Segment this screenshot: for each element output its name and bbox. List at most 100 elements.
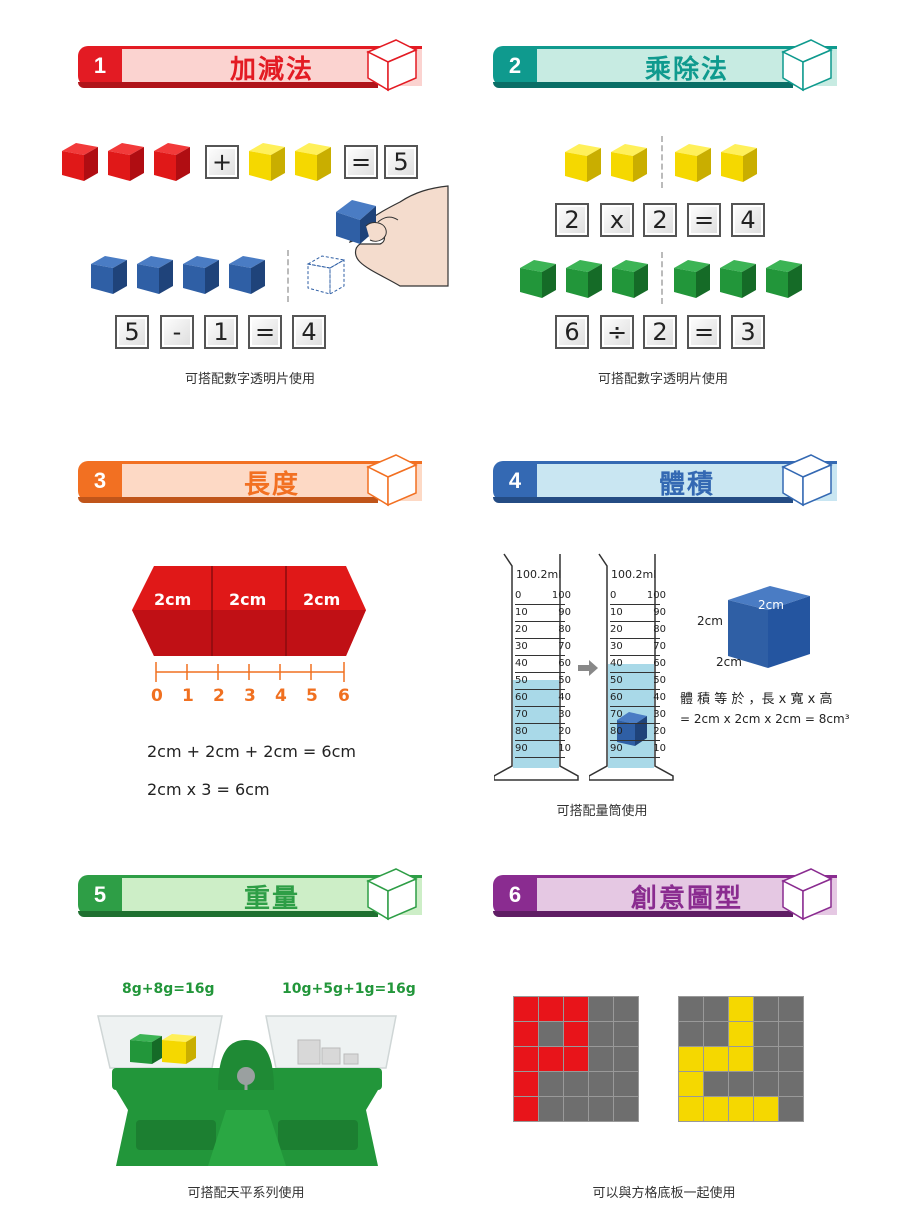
equals-tile: = [687, 203, 721, 237]
section-6-caption: 可以與方格底板一起使用 [592, 1186, 736, 1201]
scale-right-value: 70 [653, 641, 666, 652]
right-pan-equation: 10g+5g+1g=16g [282, 981, 416, 997]
grid-cell [729, 1047, 753, 1071]
scale-right-value: 80 [558, 624, 571, 635]
grid-cell [779, 1072, 803, 1096]
grid-cell [514, 1022, 538, 1046]
scale-right-value: 90 [653, 607, 666, 618]
scale-right-value: 20 [558, 726, 571, 737]
grid-cell [704, 1097, 728, 1121]
scale-tick [515, 706, 565, 707]
number-tile: 2 [643, 315, 677, 349]
scale-tick [610, 689, 660, 690]
result-tile: 5 [384, 145, 418, 179]
section-1-banner: 1 加減法 [78, 38, 438, 94]
banner-shadow [78, 82, 378, 88]
grid-cell [679, 1047, 703, 1071]
scale-right-value: 50 [653, 675, 666, 686]
blue-cube [87, 252, 131, 296]
scale-tick [515, 723, 565, 724]
yellow-cube [245, 139, 289, 183]
grid-cell [779, 1047, 803, 1071]
scale-left-value: 10 [515, 607, 528, 618]
number-tile: 2 [643, 203, 677, 237]
red-cube [58, 139, 102, 183]
scale-tick [610, 757, 660, 758]
section-2-caption: 可搭配數字透明片使用 [597, 372, 728, 387]
scale-left-value: 60 [515, 692, 528, 703]
section-6-banner: 6 創意圖型 [493, 867, 853, 923]
grid-cell [754, 1097, 778, 1121]
plus-tile: + [205, 145, 239, 179]
banner-shadow [493, 82, 793, 88]
scale-left-value: 80 [610, 726, 623, 737]
grid-cell [614, 1072, 638, 1096]
grid-cell [589, 1072, 613, 1096]
arrow-right-icon [578, 660, 598, 676]
result-tile: 4 [292, 315, 326, 349]
grid-cell [564, 1097, 588, 1121]
blue-volume-cube [728, 586, 810, 668]
scale-tick [515, 672, 565, 673]
banner-shadow [78, 911, 378, 917]
times-tile: x [600, 203, 634, 237]
scale-right-value: 40 [558, 692, 571, 703]
grid-cell [704, 1047, 728, 1071]
yellow-cube [561, 140, 605, 184]
scale-left-value: 60 [610, 692, 623, 703]
dashed-divider [661, 252, 663, 304]
grid-cell [754, 1047, 778, 1071]
scale-left-value: 30 [515, 641, 528, 652]
scale-left-value: 90 [610, 743, 623, 754]
scale-right-value: 30 [653, 709, 666, 720]
section-1-caption: 可搭配數字透明片使用 [184, 372, 315, 387]
scale-tick [610, 621, 660, 622]
scale-tick [515, 638, 565, 639]
hand-holding-cube-icon [336, 185, 449, 287]
grid-cell [514, 1097, 538, 1121]
scale-left-value: 20 [515, 624, 528, 635]
result-tile: 4 [731, 203, 765, 237]
grid-cell [589, 1047, 613, 1071]
yellow-cube [717, 140, 761, 184]
section-4-caption: 可搭配量筒使用 [556, 804, 648, 819]
yellow-cube [671, 140, 715, 184]
dashed-divider [661, 136, 663, 188]
number-tile: 1 [204, 315, 238, 349]
grid-cell [589, 1022, 613, 1046]
ruler-number: 0 [151, 686, 163, 706]
grid-cell [729, 1072, 753, 1096]
length-equation-2: 2cm x 3 = 6cm [147, 780, 270, 799]
scale-left-value: 70 [610, 709, 623, 720]
section-number: 5 [78, 875, 122, 915]
section-number: 2 [493, 46, 537, 86]
balance-scale-icon [97, 1015, 397, 1166]
banner-shadow [493, 911, 793, 917]
grid-cell [514, 1072, 538, 1096]
grid-cell [539, 997, 563, 1021]
green-cube [608, 256, 652, 300]
grid-cell [704, 1072, 728, 1096]
scale-right-value: 10 [558, 743, 571, 754]
pattern-grid-letter-p [513, 996, 639, 1122]
grid-cell [614, 1097, 638, 1121]
scale-tick [515, 621, 565, 622]
ruler-number: 1 [182, 686, 194, 706]
cube-dimension-label: 2cm [716, 655, 742, 669]
scale-left-value: 40 [515, 658, 528, 669]
scale-left-value: 0 [515, 590, 522, 601]
scale-right-value: 80 [653, 624, 666, 635]
yellow-cube [607, 140, 651, 184]
scale-tick [610, 655, 660, 656]
scale-right-value: 90 [558, 607, 571, 618]
length-equation-1: 2cm + 2cm + 2cm = 6cm [147, 742, 356, 761]
section-number: 4 [493, 461, 537, 501]
section-5-banner: 5 重量 [78, 867, 438, 923]
outline-cube-icon [366, 39, 418, 92]
scale-tick [515, 655, 565, 656]
cube-dimension-label: 2cm [758, 598, 784, 612]
grid-cell [539, 1097, 563, 1121]
grid-cell [704, 1022, 728, 1046]
scale-right-value: 10 [653, 743, 666, 754]
grid-cell [514, 1047, 538, 1071]
